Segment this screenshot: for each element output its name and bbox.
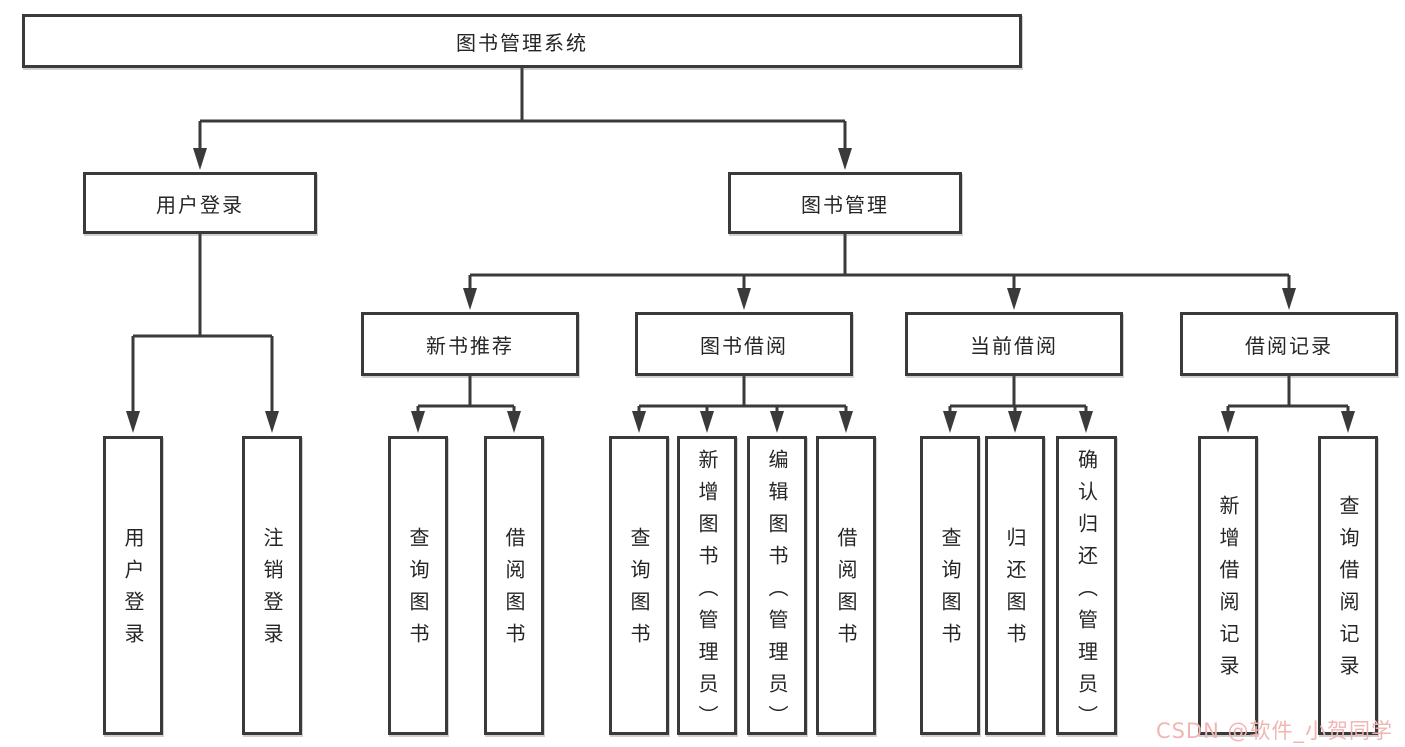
node-leaf-return-books-label: 归还图书 (1003, 526, 1027, 655)
node-current-borrow: 当前借阅 (905, 312, 1123, 376)
node-leaf-borrow-books-label: 借阅图书 (834, 526, 858, 655)
node-leaf-confirm-return-admin: 确认归还（管理员） (1056, 436, 1117, 737)
node-leaf-add-borrow-record: 新增借阅记录 (1198, 436, 1258, 735)
node-leaf-user-login-label: 用户登录 (121, 526, 145, 655)
connector-user-login-children (126, 234, 279, 433)
node-current-borrow-label: 当前借阅 (970, 333, 1058, 358)
node-leaf-query-books-recommend: 查询图书 (388, 436, 448, 735)
node-book-borrow-label: 图书借阅 (700, 333, 788, 358)
node-new-book-recommend-label: 新书推荐 (426, 333, 514, 358)
node-leaf-query-books-borrow: 查询图书 (609, 436, 669, 735)
node-new-book-recommend: 新书推荐 (361, 312, 579, 376)
csdn-watermark: CSDN @软件_小贺同学 (1155, 719, 1393, 743)
node-leaf-query-books-borrow-label: 查询图书 (627, 526, 651, 655)
node-leaf-add-books-admin: 新增图书（管理员） (677, 436, 737, 737)
node-leaf-logout: 注销登录 (242, 436, 302, 735)
node-leaf-confirm-return-admin-label: 确认归还（管理员） (1074, 449, 1099, 737)
node-leaf-logout-label: 注销登录 (260, 526, 284, 655)
node-user-login-label: 用户登录 (156, 192, 244, 217)
node-book-management-label: 图书管理 (801, 192, 889, 217)
node-leaf-add-borrow-record-label: 新增借阅记录 (1216, 494, 1240, 687)
node-root-label: 图书管理系统 (456, 30, 588, 55)
node-book-management: 图书管理 (728, 172, 962, 234)
connector-borrow-record-children (1221, 376, 1355, 433)
node-borrow-record: 借阅记录 (1180, 312, 1398, 376)
connector-new-book-recommend-children (411, 376, 521, 433)
node-leaf-return-books: 归还图书 (985, 436, 1045, 735)
node-leaf-query-books-current-label: 查询图书 (938, 526, 962, 655)
node-borrow-record-label: 借阅记录 (1245, 333, 1333, 358)
node-book-borrow: 图书借阅 (635, 312, 853, 376)
node-leaf-query-books-recommend-label: 查询图书 (406, 526, 430, 655)
node-leaf-query-borrow-record-label: 查询借阅记录 (1336, 494, 1360, 687)
node-leaf-edit-books-admin-label: 编辑图书（管理员） (765, 449, 789, 737)
node-leaf-query-books-current: 查询图书 (920, 436, 980, 735)
node-user-login: 用户登录 (83, 172, 317, 234)
node-leaf-query-borrow-record: 查询借阅记录 (1318, 436, 1378, 735)
node-root: 图书管理系统 (22, 14, 1022, 68)
node-leaf-borrow-books-recommend-label: 借阅图书 (502, 526, 526, 655)
connector-root-to-level2 (193, 68, 852, 170)
connector-current-borrow-children (943, 376, 1093, 433)
connector-book-management-children (463, 234, 1296, 310)
node-leaf-add-books-admin-label: 新增图书（管理员） (695, 449, 719, 737)
node-leaf-borrow-books: 借阅图书 (816, 436, 876, 735)
node-leaf-edit-books-admin: 编辑图书（管理员） (747, 436, 807, 737)
connector-book-borrow-children (632, 376, 853, 433)
node-leaf-user-login: 用户登录 (103, 436, 163, 735)
node-leaf-borrow-books-recommend: 借阅图书 (484, 436, 544, 735)
